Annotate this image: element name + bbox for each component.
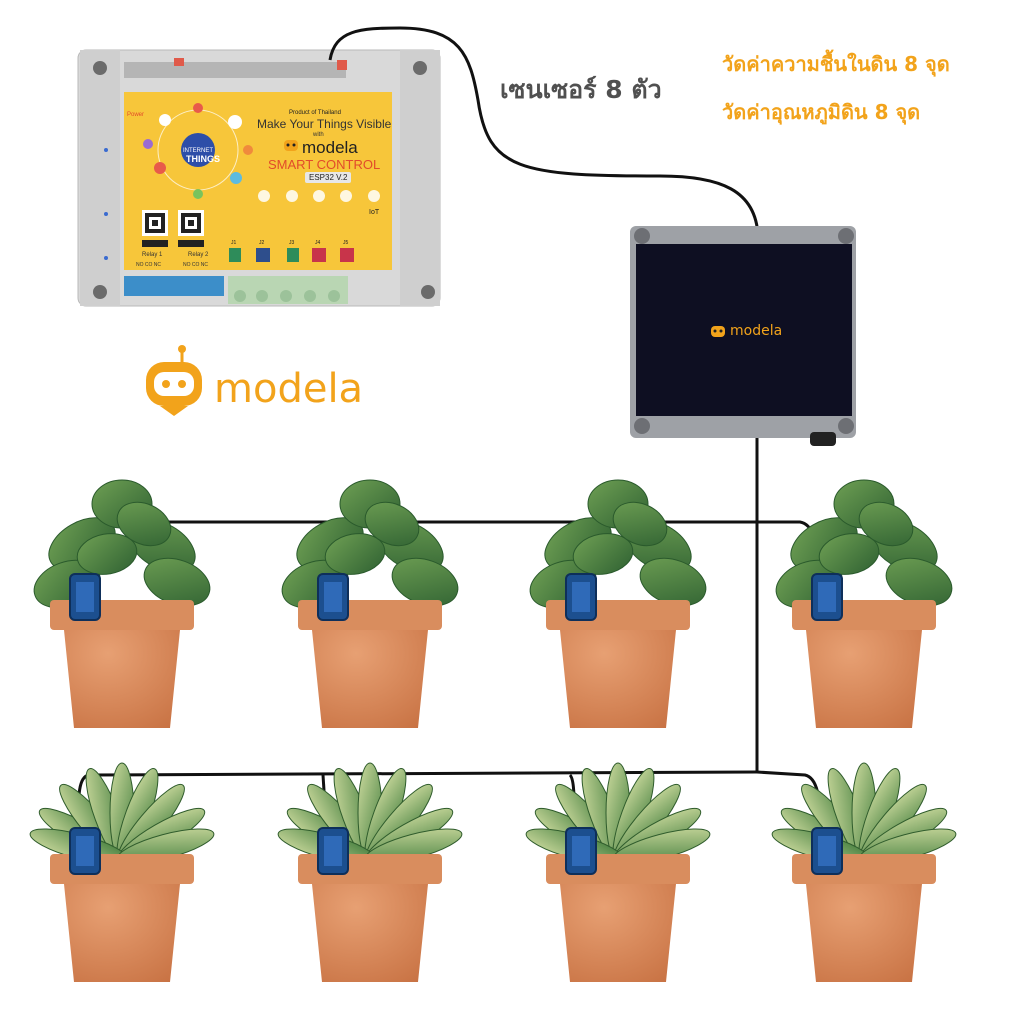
relay1-label: Relay 1 [142, 252, 163, 258]
screw-icon [93, 285, 107, 299]
pot-icon [794, 858, 934, 982]
things-label: THINGS [186, 154, 221, 164]
leaf-icon [572, 533, 634, 575]
sensor-jacks [229, 248, 354, 262]
controller-title: SMART CONTROL [268, 157, 381, 172]
qr-code-icon [178, 210, 204, 236]
potted-plant [529, 479, 707, 728]
with-label: with [313, 132, 324, 138]
jack-label: J5 [343, 240, 349, 246]
screw-icon [838, 228, 854, 244]
modela-mascot-icon [146, 345, 202, 416]
plants-group [29, 479, 957, 982]
relay1-pins-label: NO CO NC [136, 262, 161, 268]
screw-icon [634, 418, 650, 434]
potted-plant [281, 479, 459, 728]
leaf-icon [364, 501, 420, 547]
hub-mascot-icon [711, 326, 725, 337]
leaf-icon [324, 533, 386, 575]
smart-controller-box [77, 49, 441, 307]
wifi-icon [368, 190, 380, 202]
brand-logo-text: modela [214, 366, 364, 412]
relay-terminal-block [124, 276, 224, 296]
screw-icon [93, 61, 107, 75]
google-play-badge-icon [142, 240, 168, 247]
leaf-icon [76, 533, 138, 575]
controller-brand-label: modela [302, 138, 358, 157]
potted-plant [33, 479, 211, 728]
screw-icon [421, 285, 435, 299]
chart-icon [340, 190, 352, 202]
pot-icon [52, 604, 192, 728]
modela-mascot-icon [284, 140, 298, 151]
relay2-pins-label: NO CO NC [183, 262, 208, 268]
potted-plant [29, 762, 215, 982]
pot-icon [548, 858, 688, 982]
pot-icon [548, 604, 688, 728]
product-of-label: Product of Thailand [289, 110, 341, 116]
screw-icon [634, 228, 650, 244]
jack-label: J4 [315, 240, 321, 246]
internet-label: INTERNET [183, 148, 213, 154]
jack-label: J2 [259, 240, 265, 246]
leaf-icon [612, 501, 668, 547]
cable-gland-icon [810, 432, 836, 446]
potted-plant [775, 479, 953, 728]
pot-icon [300, 604, 440, 728]
qr-code-icon [142, 210, 168, 236]
soil-moisture-label: วัดค่าความชื้นในดิน 8 จุด [722, 52, 950, 76]
bell-icon [258, 190, 270, 202]
tagline-label: Make Your Things Visible [257, 117, 392, 131]
leaf-icon [818, 533, 880, 575]
relay2-label: Relay 2 [188, 252, 209, 258]
screw-icon [838, 418, 854, 434]
soil-temperature-label: วัดค่าอุณหภูมิดิน 8 จุด [722, 100, 921, 124]
pot-icon [52, 858, 192, 982]
sensor-count-label: เซนเซอร์ 8 ตัว [500, 75, 662, 104]
app-store-badge-icon [178, 240, 204, 247]
potted-plant [525, 762, 711, 982]
pot-icon [300, 858, 440, 982]
iot-label: IoT [369, 209, 380, 216]
controller-model-badge: ESP32 V.2 [305, 172, 352, 183]
sensor-hub-box [630, 226, 856, 446]
iot-network-graphic [143, 103, 253, 199]
power-label: Power [127, 112, 145, 118]
thermometer-icon [313, 190, 325, 202]
screw-icon [413, 61, 427, 75]
jack-label: J3 [289, 240, 295, 246]
pot-icon [794, 604, 934, 728]
clock-icon [286, 190, 298, 202]
jack-label: J1 [231, 240, 237, 246]
leaf-icon [858, 501, 914, 547]
potted-plant [277, 762, 463, 982]
potted-plant [771, 762, 957, 982]
leaf-icon [116, 501, 172, 547]
hub-brand-text: modela [730, 323, 783, 339]
